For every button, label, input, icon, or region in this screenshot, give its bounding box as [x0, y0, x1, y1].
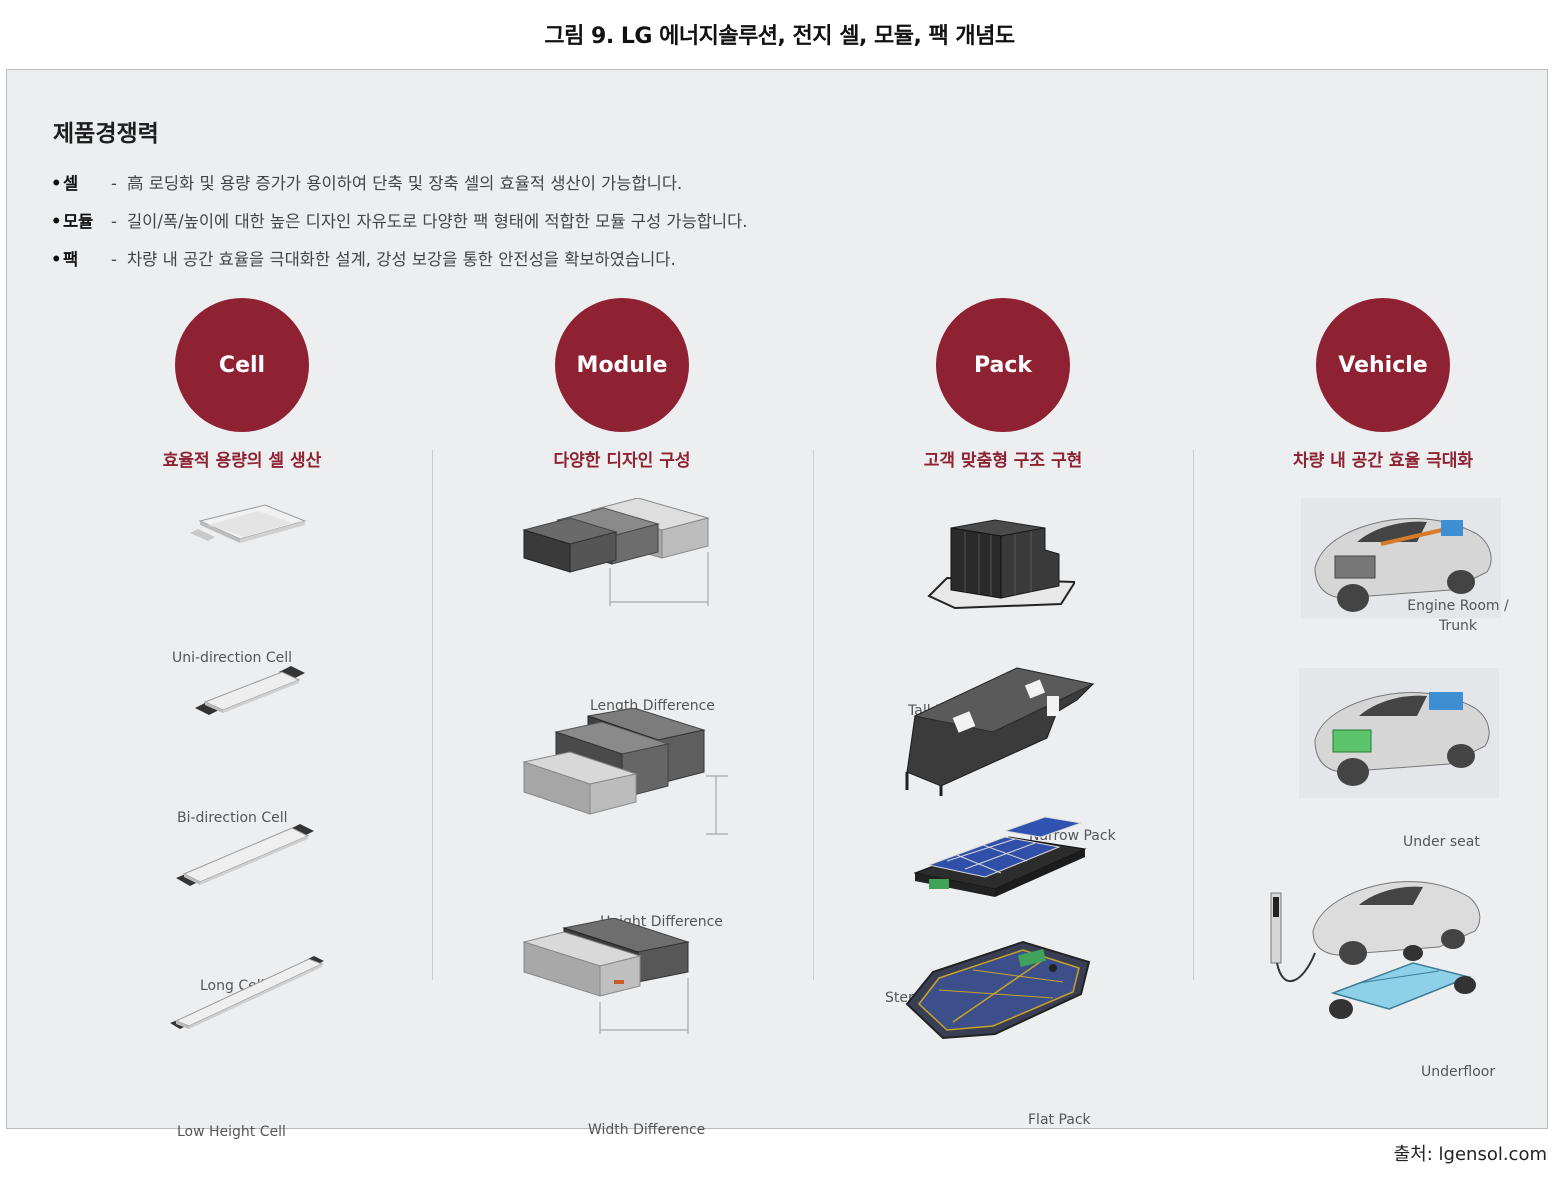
cell-item-label: Uni-direction Cell — [172, 650, 293, 666]
bullet-cell: • 셀 - 高 로딩화 및 용량 증가가 용이하여 단축 및 장축 셀의 효율적… — [51, 170, 748, 208]
underfloor-vehicle-image — [1263, 843, 1483, 1023]
bullet-pack: • 팩 - 차량 내 공간 효율을 극대화한 설계, 강성 보강을 통한 안전성… — [51, 246, 748, 284]
flat-pack-image — [903, 938, 1093, 1048]
bullet-text: 차량 내 공간 효율을 극대화한 설계, 강성 보강을 통한 안전성을 확보하였… — [127, 250, 676, 269]
vehicle-subtitle: 차량 내 공간 효율 극대화 — [1292, 451, 1474, 471]
vehicle-item-label: Underfloor — [1421, 1064, 1496, 1080]
bullet-key: 셀 — [63, 174, 79, 193]
bullet-text: 길이/폭/높이에 대한 높은 디자인 자유도로 다양한 팩 형태에 적합한 모듈… — [127, 212, 748, 231]
cell-subtitle: 효율적 용량의 셀 생산 — [162, 451, 322, 471]
figure-title: 그림 9. LG 에너지솔루션, 전지 셀, 모듈, 팩 개념도 — [544, 24, 1015, 49]
column-pack: Pack 고객 맞춤형 구조 구현 Tall Pack — [813, 298, 1193, 1128]
bullet-key: 모듈 — [63, 212, 94, 231]
column-divider — [813, 450, 814, 980]
cell-item-label: Bi-direction Cell — [177, 810, 288, 826]
bi-direction-cell-image — [187, 658, 317, 728]
column-divider — [432, 450, 433, 980]
width-difference-module-image — [518, 918, 718, 1048]
bullet-list: • 셀 - 高 로딩화 및 용량 증가가 용이하여 단축 및 장축 셀의 효율적… — [51, 170, 748, 284]
under-seat-vehicle-image — [1299, 668, 1499, 798]
module-circle: Module — [555, 298, 689, 432]
vehicle-item-label: Engine Room / Trunk — [1407, 598, 1509, 634]
long-cell-image — [170, 818, 320, 898]
uni-direction-cell-image — [180, 493, 310, 553]
cell-item-label: Low Height Cell — [177, 1124, 286, 1140]
concept-panel: 제품경쟁력 • 셀 - 高 로딩화 및 용량 증가가 용이하여 단축 및 장축 … — [6, 69, 1548, 1140]
cell-circle: Cell — [175, 298, 309, 432]
narrow-pack-image — [897, 660, 1097, 800]
column-vehicle: Vehicle 차량 내 공간 효율 극대화 Engine Room / Tru… — [1193, 298, 1559, 1128]
source-credit: 출처: lgensol.com — [1393, 1144, 1547, 1165]
tall-pack-image — [925, 498, 1075, 613]
pack-circle: Pack — [936, 298, 1070, 432]
vehicle-circle: Vehicle — [1316, 298, 1450, 432]
stepped-pack-image — [909, 813, 1089, 913]
module-item-label: Width Difference — [588, 1122, 706, 1138]
section-heading: 제품경쟁력 — [53, 121, 159, 147]
pack-item-label: Flat Pack — [1028, 1112, 1091, 1128]
pack-subtitle: 고객 맞춤형 구조 구현 — [923, 451, 1083, 471]
bullet-key: 팩 — [63, 250, 79, 269]
low-height-cell-image — [164, 953, 329, 1038]
column-cell: Cell 효율적 용량의 셀 생산 Uni-direction Cell Bi-… — [52, 298, 432, 1140]
height-difference-module-image — [518, 708, 733, 848]
module-subtitle: 다양한 디자인 구성 — [553, 451, 691, 471]
column-divider — [1193, 450, 1194, 980]
length-difference-module-image — [518, 498, 718, 618]
bullet-text: 高 로딩화 및 용량 증가가 용이하여 단축 및 장축 셀의 효율적 생산이 가… — [127, 174, 683, 193]
vehicle-item-label: Under seat — [1403, 834, 1480, 850]
bullet-module: • 모듈 - 길이/폭/높이에 대한 높은 디자인 자유도로 다양한 팩 형태에… — [51, 208, 748, 246]
column-module: Module 다양한 디자인 구성 Length Difference — [432, 298, 812, 1138]
engine-room-vehicle-image — [1301, 498, 1501, 618]
